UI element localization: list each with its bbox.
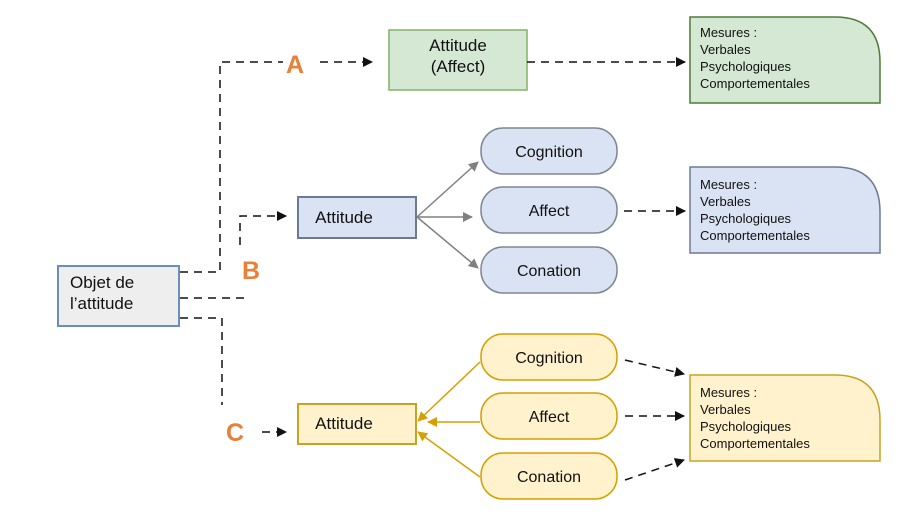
affect-c-box bbox=[480, 392, 618, 440]
model-a: Attitude (Affect) Mesures : Verbales Psy… bbox=[388, 16, 881, 104]
cognition-c-label: Cognition bbox=[515, 350, 583, 367]
measures-b-line2: Verbales bbox=[700, 194, 751, 209]
measures-b-line4: Comportementales bbox=[700, 228, 810, 243]
object-connectors bbox=[180, 57, 373, 437]
model-c: Attitude Cognition Affect Conation Mesur… bbox=[297, 333, 881, 500]
measures-c-line2: Verbales bbox=[700, 402, 751, 417]
conation-c-box bbox=[480, 452, 618, 500]
measures-c-line4: Comportementales bbox=[700, 436, 810, 451]
affect-c-label: Affect bbox=[529, 409, 570, 426]
label-b: B bbox=[242, 257, 260, 285]
measures-a-line3: Psychologiques bbox=[700, 59, 792, 74]
object-node: Objet de l’attitude bbox=[57, 265, 180, 327]
measures-a-line1: Mesures : bbox=[700, 25, 757, 40]
measures-a-line4: Comportementales bbox=[700, 76, 810, 91]
measures-a-line2: Verbales bbox=[700, 42, 751, 57]
cognition-b-label: Cognition bbox=[515, 144, 583, 161]
cognition-b-box bbox=[480, 127, 618, 175]
conation-b-label: Conation bbox=[517, 263, 581, 280]
conation-c-to-attitude-arrow bbox=[417, 431, 481, 478]
connector-b-up bbox=[239, 211, 287, 245]
attitude-b-to-conation-arrow bbox=[416, 216, 479, 269]
label-a: A bbox=[286, 51, 304, 79]
cognition-c-to-attitude-arrow bbox=[417, 361, 481, 422]
attitude-c-box bbox=[297, 403, 417, 445]
conation-c-to-measures-arrow bbox=[624, 458, 685, 481]
conation-c-label: Conation bbox=[517, 469, 581, 486]
object-box bbox=[57, 265, 180, 327]
connector-to-a bbox=[180, 61, 283, 273]
model-b: Attitude Cognition Affect Conation Mesur… bbox=[297, 127, 881, 294]
connector-to-c bbox=[180, 317, 223, 405]
object-line1: Objet de bbox=[70, 273, 134, 292]
attitude-b-to-cognition-arrow bbox=[416, 161, 479, 218]
cognition-c-box bbox=[480, 333, 618, 381]
affect-b-box bbox=[480, 186, 618, 234]
measures-c-box bbox=[689, 374, 881, 462]
measures-c-line1: Mesures : bbox=[700, 385, 757, 400]
attitude-affect-line1: Attitude bbox=[429, 36, 487, 55]
measures-b-line1: Mesures : bbox=[700, 177, 757, 192]
attitude-b-box bbox=[297, 196, 417, 239]
measures-a-box bbox=[689, 16, 881, 104]
attitude-c-label: Attitude bbox=[315, 414, 373, 433]
affect-b-label: Affect bbox=[529, 203, 570, 220]
object-line2: l’attitude bbox=[70, 294, 133, 313]
measures-b-box bbox=[689, 166, 881, 254]
measures-c-line3: Psychologiques bbox=[700, 419, 792, 434]
conation-b-box bbox=[480, 246, 618, 294]
label-c: C bbox=[226, 419, 244, 447]
attitude-affect-line2: (Affect) bbox=[431, 57, 485, 76]
measures-b-line3: Psychologiques bbox=[700, 211, 792, 226]
attitude-affect-box bbox=[388, 29, 528, 91]
cognition-c-to-measures-arrow bbox=[624, 359, 685, 377]
attitude-b-label: Attitude bbox=[315, 208, 373, 227]
